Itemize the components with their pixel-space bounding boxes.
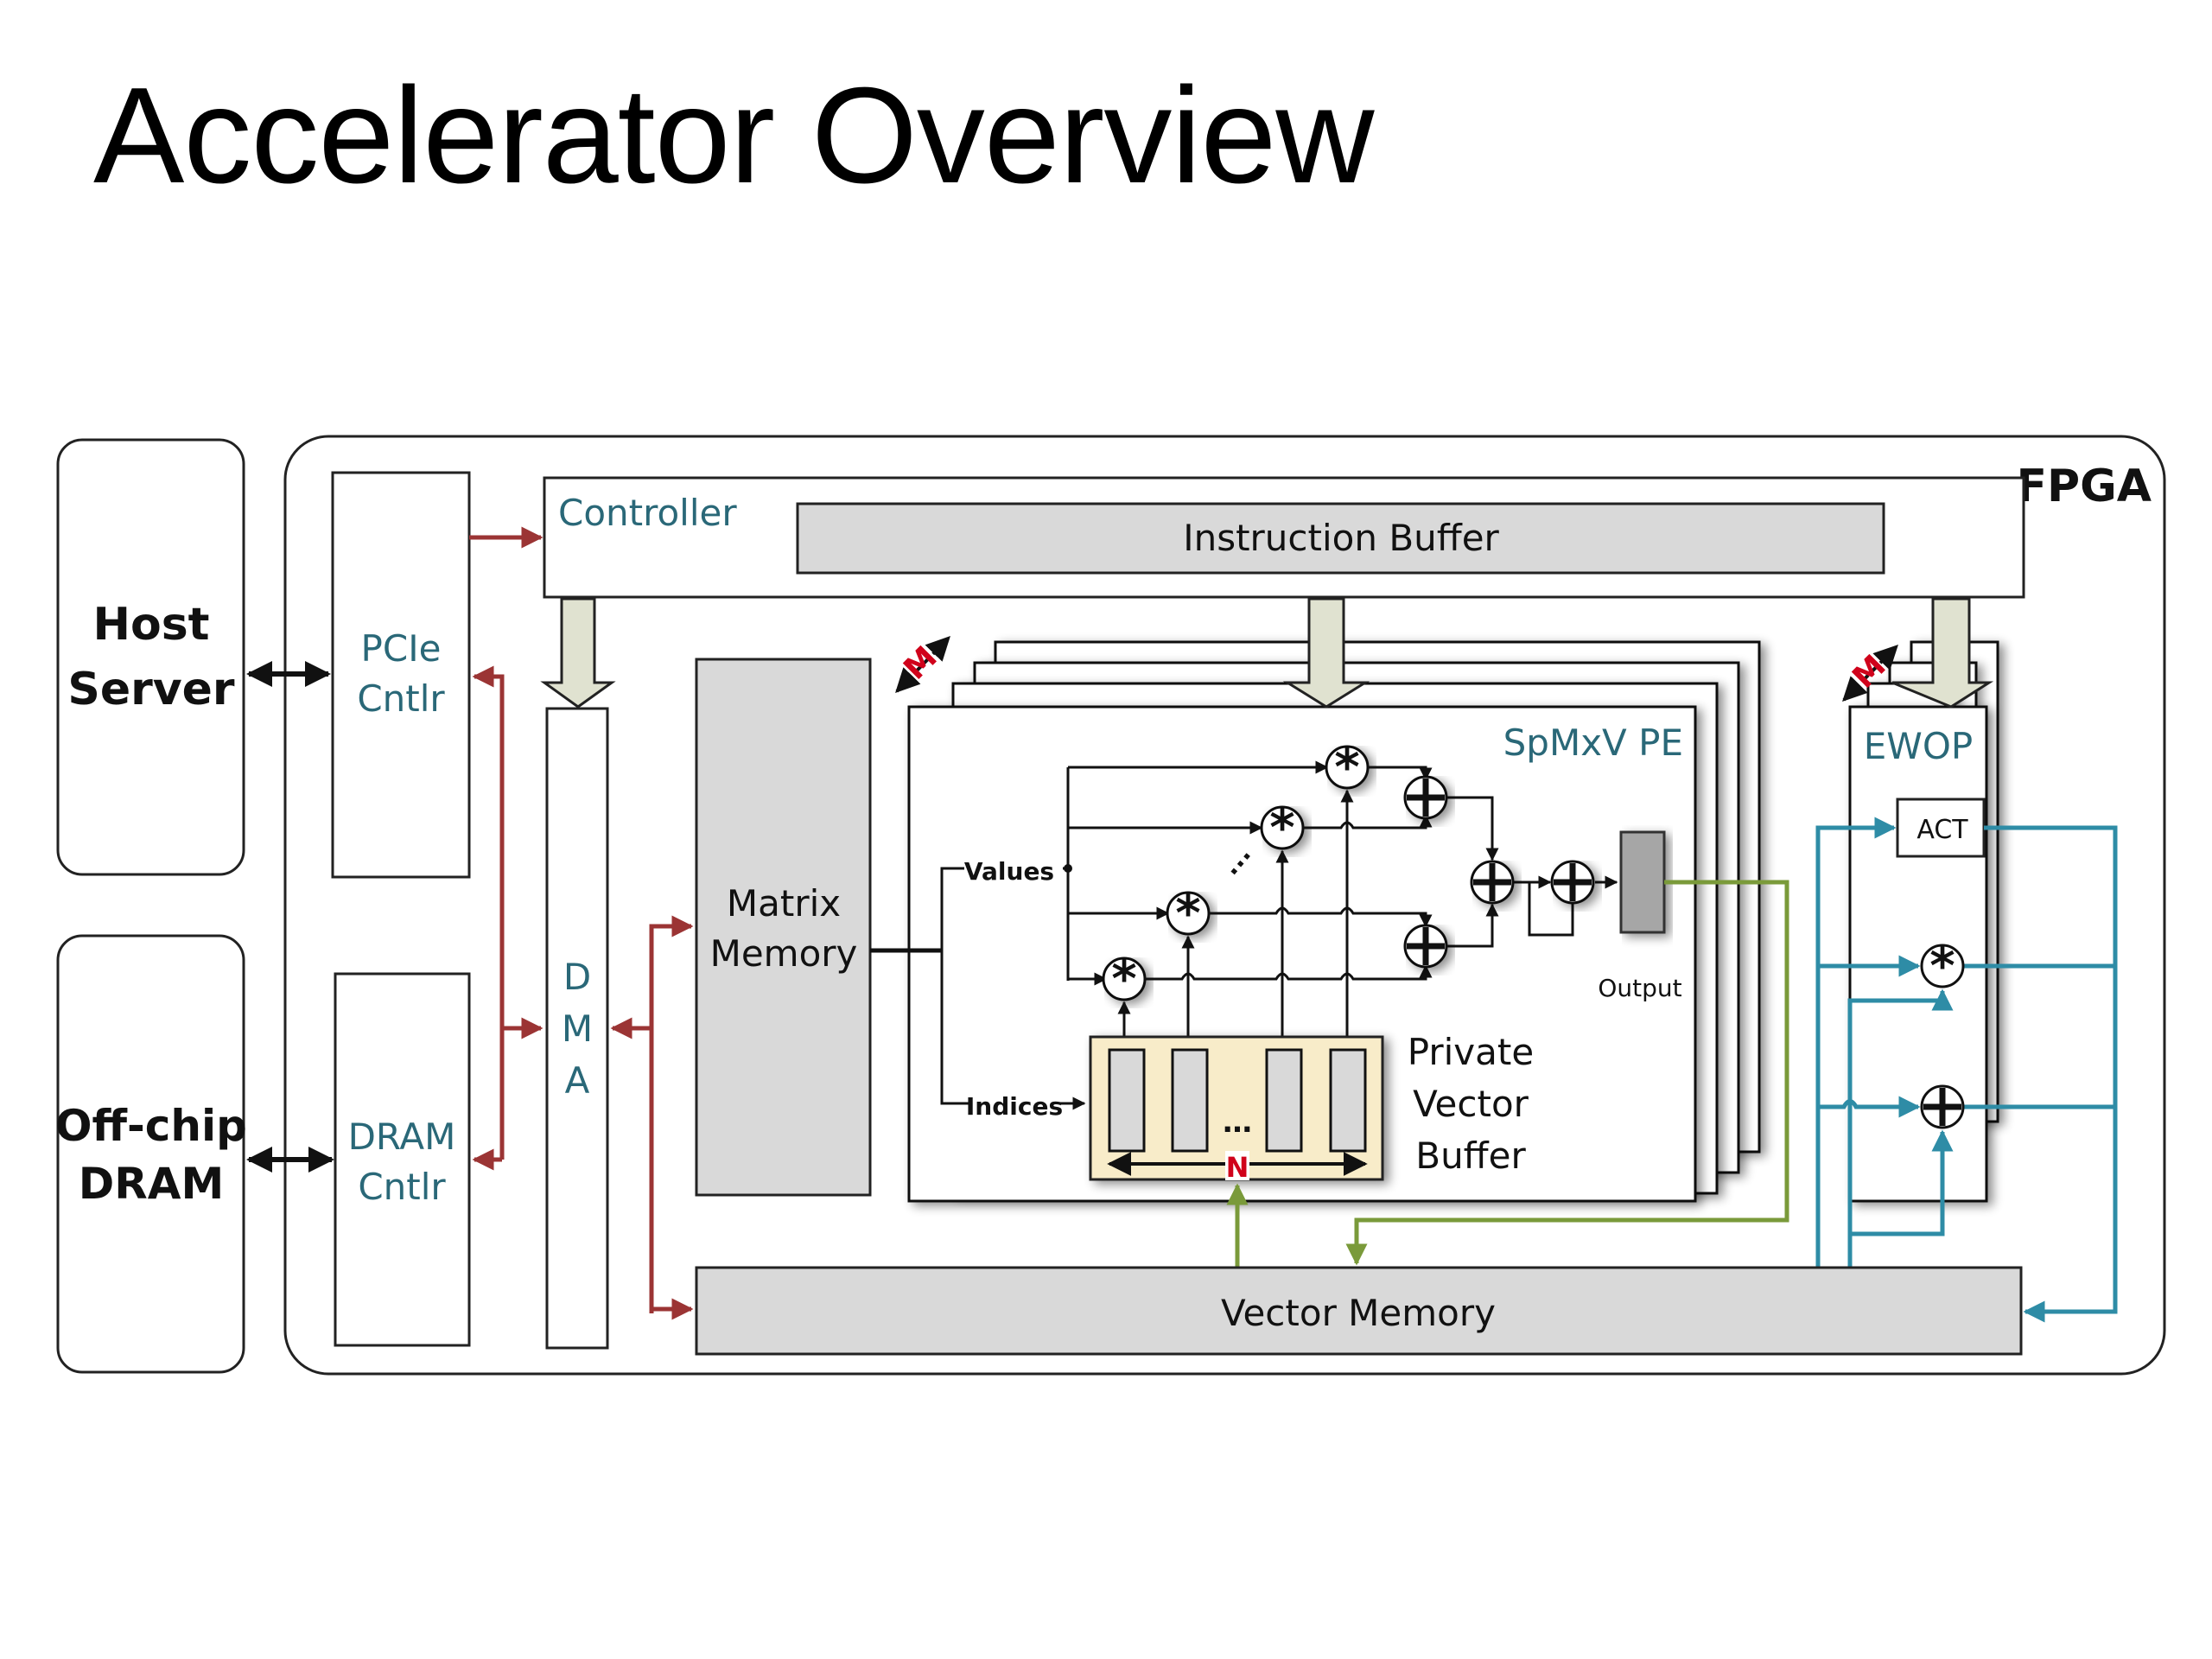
dma-letter-d: D — [563, 956, 591, 998]
pcie-label-2: Cntlr — [357, 677, 445, 720]
act-label: ACT — [1916, 815, 1968, 845]
controller-to-ewop-command — [1891, 597, 1994, 709]
host-server-block: Host Server — [56, 438, 245, 876]
adder-2 — [1403, 924, 1448, 969]
svg-text:*: * — [1269, 800, 1294, 856]
page-title: Accelerator Overview — [93, 60, 1374, 212]
ewop-front — [1848, 705, 1988, 1203]
dram-cntlr-label-1: DRAM — [348, 1116, 456, 1158]
buffer-width-label: N — [1226, 1151, 1249, 1184]
buffer-label-3: Buffer — [1415, 1135, 1526, 1177]
ewop-adder — [1920, 1084, 1965, 1129]
host-server-label-2: Server — [67, 664, 235, 715]
buffer-width-label-bg — [1225, 1151, 1249, 1180]
vector-memory-block: Vector Memory — [695, 1266, 2023, 1356]
pcie-controller-block: PCIe Cntlr — [331, 471, 471, 879]
matrix-memory-label-2: Memory — [710, 932, 858, 975]
pcie-label-1: PCIe — [361, 627, 442, 670]
dma-host-bus — [472, 665, 543, 1171]
multiplier-to-adder-wires — [1145, 766, 1618, 981]
output-register — [1619, 830, 1666, 934]
controller-to-dma-command — [540, 597, 616, 709]
offchip-dram-label-2: DRAM — [79, 1159, 224, 1209]
buffer-label-2: Vector — [1413, 1083, 1529, 1125]
values-label: Values — [964, 857, 1054, 886]
controller-block: Controller Instruction Buffer — [543, 476, 2025, 599]
dram-cntlr-label-2: Cntlr — [358, 1166, 446, 1208]
values-junction-dot — [1064, 864, 1072, 873]
host-server-label-1: Host — [92, 599, 209, 651]
matrix-memory-label-1: Matrix — [727, 882, 841, 925]
spmxv-pe-label: SpMxV PE — [1503, 721, 1683, 764]
accumulator-adder — [1550, 860, 1595, 905]
buffer-bank-1 — [1108, 1048, 1146, 1153]
dma-letter-a: A — [565, 1059, 590, 1102]
adder-1 — [1403, 775, 1448, 820]
svg-text:*: * — [1929, 938, 1955, 995]
vector-data-path — [1226, 880, 1789, 1268]
ewop-label: EWOP — [1864, 725, 1973, 767]
output-label: Output — [1598, 974, 1681, 1002]
spmxv-multipliers: * * * * — [1102, 740, 1370, 1007]
private-vector-buffer: … N — [1089, 1035, 1384, 1184]
ewop-stack — [1848, 640, 1999, 1203]
ewop-act-unit: ACT — [1896, 798, 1986, 858]
dma-block: D M A — [545, 707, 609, 1350]
controller-to-pe-command — [1282, 597, 1370, 709]
dram-controller-block: DRAM Cntlr — [334, 972, 471, 1347]
svg-text:*: * — [1175, 886, 1200, 942]
multiplier-1: * — [1102, 951, 1147, 1007]
ewop-data-path — [1815, 817, 2118, 1323]
buffer-label-1: Private — [1408, 1031, 1534, 1073]
dma-letter-m: M — [562, 1007, 593, 1050]
buffer-to-multiplier-wires — [1117, 789, 1354, 1039]
instruction-buffer: Instruction Buffer — [796, 502, 1885, 575]
fpga-label: FPGA — [2016, 461, 2152, 512]
svg-text:*: * — [1334, 740, 1359, 796]
spmxv-adders — [1403, 775, 1595, 969]
matrix-to-pe-wires — [870, 760, 1329, 1110]
buffer-bank-3 — [1265, 1048, 1303, 1153]
buffer-bank-2 — [1171, 1048, 1209, 1153]
ewop-multiplier: * — [1920, 938, 1965, 995]
multiplier-3: * — [1260, 800, 1305, 856]
vector-memory-label: Vector Memory — [1221, 1292, 1496, 1334]
offchip-dram-label-1: Off-chip — [55, 1101, 247, 1151]
instruction-buffer-label: Instruction Buffer — [1183, 517, 1499, 559]
adder-3 — [1470, 860, 1515, 905]
controller-label: Controller — [558, 492, 737, 534]
matrix-memory-block: Matrix Memory — [695, 658, 872, 1197]
indices-label: Indices — [966, 1092, 1063, 1121]
offchip-dram-block: Off-chip DRAM — [55, 934, 247, 1374]
dma-memory-bus — [610, 915, 694, 1320]
buffer-ellipsis: … — [1223, 1105, 1252, 1140]
buffer-bank-4 — [1329, 1048, 1367, 1153]
svg-text:*: * — [1111, 951, 1136, 1007]
